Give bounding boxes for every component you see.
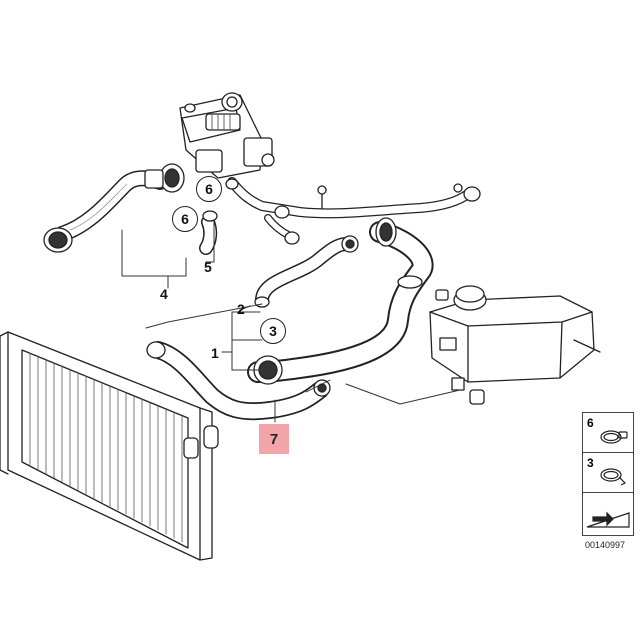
legend-row-6: 6 [583,413,633,453]
callout-6-lower: 6 [172,206,198,232]
callout-6-upper: 6 [196,176,222,202]
wedge-arrow-icon [586,511,630,528]
callout-4-label: 4 [160,286,168,302]
legend-row-3: 3 [583,453,633,493]
main-lower-hose [247,217,434,385]
hose-part-2 [254,235,359,308]
radiator [0,331,219,561]
bleed-pipe [225,177,481,245]
callout-5-label: 5 [204,259,212,275]
callout-7-highlighted: 7 [259,424,289,454]
thermostat-housing [179,92,275,179]
legend-row-arrow [583,493,633,533]
callout-2-label: 2 [237,301,245,317]
fastener-legend: 6 3 [582,412,634,536]
legend-row-6-number: 6 [587,416,594,430]
document-id: 00140997 [585,540,626,550]
upper-left-hose [43,163,185,253]
legend-row-3-number: 3 [587,456,594,470]
callout-3: 3 [260,318,286,344]
spring-clamp-icon [600,468,627,486]
expansion-tank [429,285,601,405]
leader-lines [121,221,461,423]
hose-clamp-icon [600,430,628,444]
callout-1-label: 1 [211,345,219,361]
small-elbow-hose [199,210,218,255]
hose-part-7 [146,341,331,421]
